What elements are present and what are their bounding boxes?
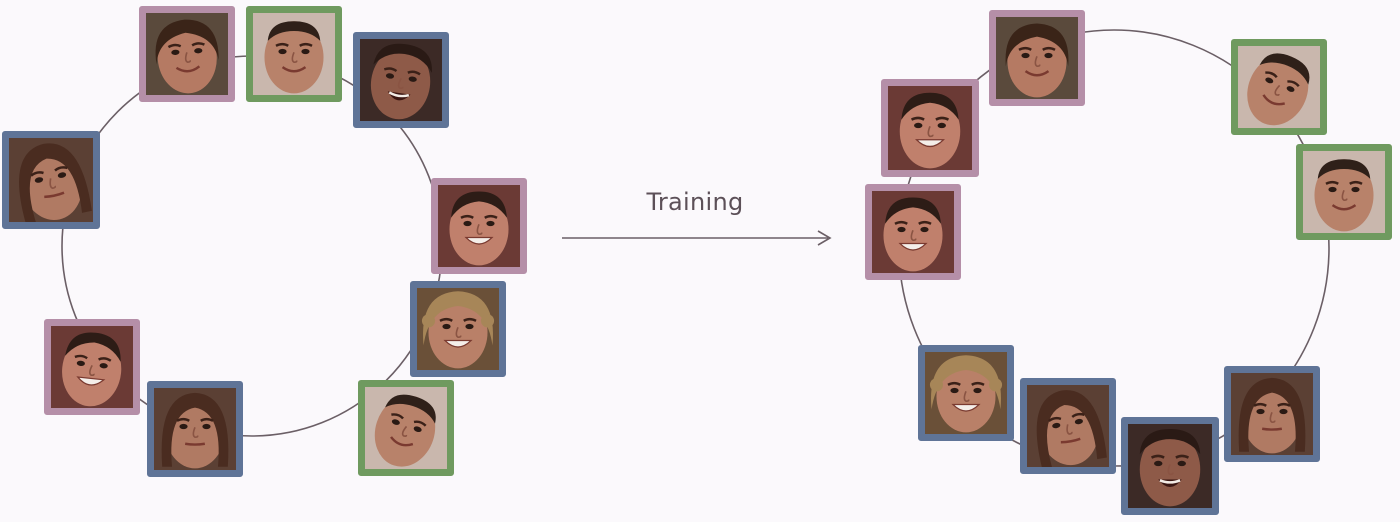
face-photo: [9, 138, 93, 222]
face-photo: [146, 13, 228, 95]
face-photo: [1027, 385, 1109, 467]
after-face-tile: [865, 184, 961, 280]
face-photo: [1238, 46, 1320, 128]
after-face-tile: [918, 345, 1014, 441]
after-face-tile: [1020, 378, 1116, 474]
face-photo: [417, 288, 499, 370]
before-face-tile: [431, 178, 527, 274]
face-photo: [438, 185, 520, 267]
after-face-tile: [1231, 39, 1327, 135]
face-photo: [253, 13, 335, 95]
face-photo: [154, 388, 236, 470]
before-face-tile: [147, 381, 243, 477]
training-label: Training: [646, 188, 744, 216]
after-face-tile: [881, 79, 979, 177]
face-photo: [872, 191, 954, 273]
face-photo: [996, 17, 1078, 99]
before-face-tile: [139, 6, 235, 102]
face-photo: [1128, 424, 1212, 508]
face-photo: [51, 326, 133, 408]
after-face-tile: [1296, 144, 1392, 240]
before-face-tile: [44, 319, 140, 415]
training-arrow-head: [817, 230, 832, 246]
face-photo: [1303, 151, 1385, 233]
face-photo: [360, 39, 442, 121]
after-face-tile: [1121, 417, 1219, 515]
before-face-tile: [410, 281, 506, 377]
after-face-tile: [989, 10, 1085, 106]
face-photo: [1231, 373, 1313, 455]
before-face-tile: [353, 32, 449, 128]
before-face-tile: [246, 6, 342, 102]
face-photo: [365, 387, 447, 469]
before-face-tile: [2, 131, 100, 229]
after-face-tile: [1224, 366, 1320, 462]
before-face-tile: [358, 380, 454, 476]
face-photo: [925, 352, 1007, 434]
face-photo: [888, 86, 972, 170]
